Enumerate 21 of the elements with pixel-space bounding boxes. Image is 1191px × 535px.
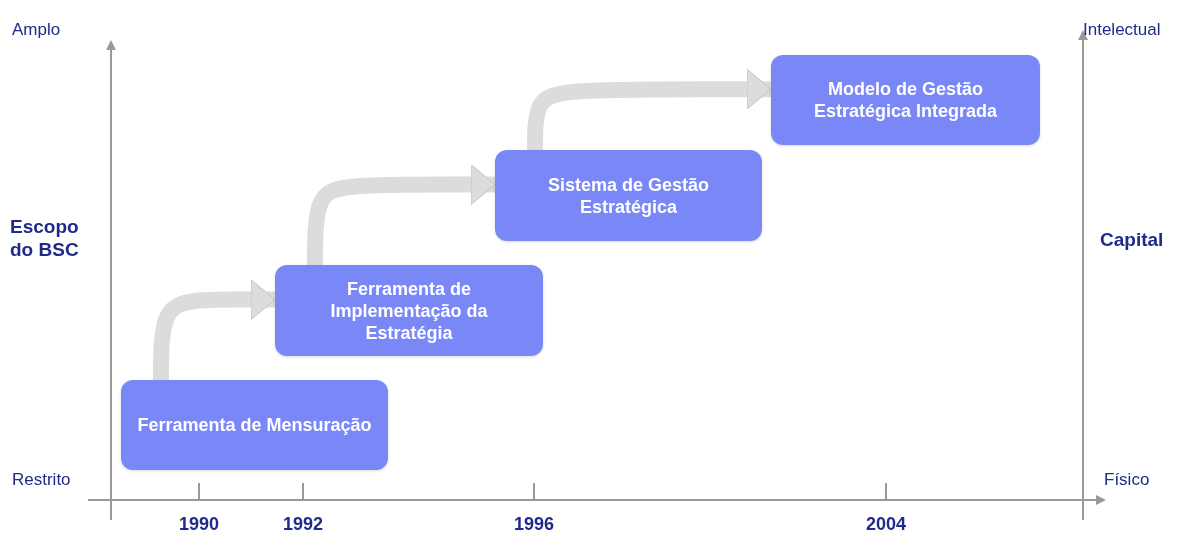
tick-label: 1992 — [283, 514, 323, 534]
tick-label: 2004 — [866, 514, 906, 534]
axis-title: Capital — [1100, 228, 1164, 251]
axis-label: Intelectual — [1083, 20, 1161, 40]
process-box — [121, 380, 388, 470]
curved-arrow — [153, 279, 277, 380]
process-box — [771, 55, 1040, 145]
process-box — [495, 150, 762, 241]
process-box — [275, 265, 543, 356]
tick-label: 1990 — [179, 514, 219, 534]
axis-title: Escopo do BSC — [10, 215, 80, 261]
curved-arrow — [307, 164, 497, 265]
box-text: Ferramenta de Implementação da Estratégia — [329, 277, 489, 344]
axis-label: Amplo — [12, 20, 61, 40]
box-text: Ferramenta de Mensuração — [136, 414, 373, 436]
axis-label: Restrito — [12, 470, 71, 490]
axis-label: Físico — [1104, 470, 1150, 490]
box-text: Sistema de Gestão Estratégica — [546, 173, 711, 218]
curved-arrow — [527, 68, 773, 150]
tick-label: 1996 — [514, 514, 554, 534]
box-text: Modelo de Gestão Estratégica Integrada — [812, 78, 999, 122]
